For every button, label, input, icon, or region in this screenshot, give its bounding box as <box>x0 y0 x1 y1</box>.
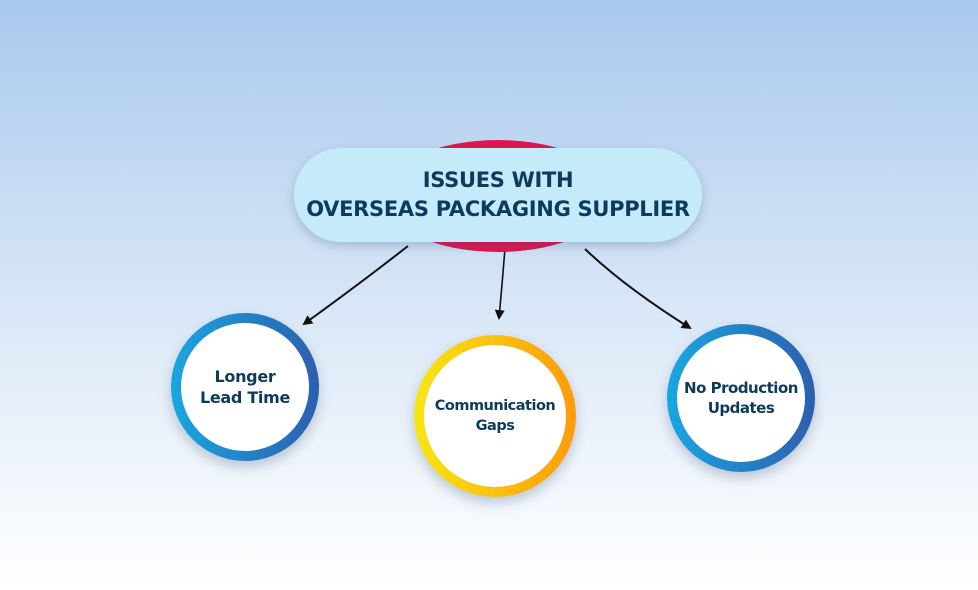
arrow-to-longer-lead-time <box>302 245 409 326</box>
title-line-1: ISSUES WITH <box>422 168 574 192</box>
title-node: ISSUES WITH OVERSEAS PACKAGING SUPPLIER <box>294 140 702 252</box>
node-label-line-2: Lead Time <box>199 388 291 407</box>
node-communication-gaps: Communication Gaps <box>414 335 576 497</box>
node-label-line-1: Communication <box>434 398 556 414</box>
node-no-production-updates: No Production Updates <box>667 324 815 472</box>
node-label-line-1: No Production <box>684 379 798 397</box>
node-label-line-2: Updates <box>707 399 775 417</box>
node-inner: No Production Updates <box>677 334 805 462</box>
node-inner: Longer Lead Time <box>181 323 309 451</box>
node-label-line-1: Longer <box>214 367 276 386</box>
arrow-to-no-production-updates <box>584 248 692 330</box>
arrow-to-communication-gaps <box>494 247 506 320</box>
title-line-2: OVERSEAS PACKAGING SUPPLIER <box>306 197 690 221</box>
node-inner: Communication Gaps <box>424 345 566 487</box>
title-pill: ISSUES WITH OVERSEAS PACKAGING SUPPLIER <box>294 148 702 242</box>
node-longer-lead-time: Longer Lead Time <box>171 313 319 461</box>
node-label-line-2: Gaps <box>475 418 515 434</box>
